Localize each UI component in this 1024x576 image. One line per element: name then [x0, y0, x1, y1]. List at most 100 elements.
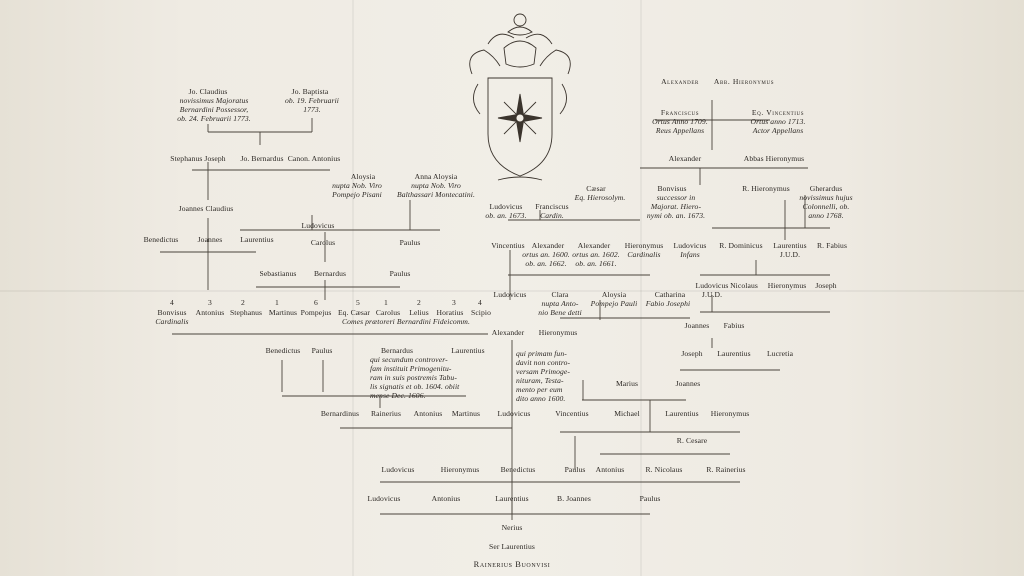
- person-alexander-b: Alexander: [577, 241, 611, 250]
- person-paulus-4: Paulus: [564, 465, 586, 474]
- note-franciscus-r: Cardin.: [540, 211, 564, 220]
- person-r-dominicus: R. Dominicus: [719, 241, 763, 250]
- person-hieronymus-r: Hieronymus: [624, 241, 664, 250]
- person-bonvisus: Bonvisus: [157, 308, 187, 317]
- person-martinus-3: Martinus: [451, 409, 481, 418]
- person-ludovicus-5: Ludovicus: [367, 494, 401, 503]
- note-gherardus-1: novissimus hujus: [799, 193, 853, 202]
- note-jo-claudius-1: novissimus Majoratus: [179, 96, 249, 105]
- note-gherardus-3: anno 1768.: [808, 211, 844, 220]
- note-catharina: Fabio Josephi: [645, 299, 691, 308]
- person-joannes-r: Joannes: [684, 321, 710, 330]
- note-eq-vincentius-1: Ortus anno 1713.: [750, 117, 806, 126]
- person-joannes: Joannes: [197, 235, 223, 244]
- person-eq-caesar: Eq. Cæsar: [337, 308, 371, 317]
- note-bonvisus-r-3: nymi ob. an. 1673.: [646, 211, 706, 220]
- note-ludovicus-jud: J.U.D.: [701, 290, 723, 299]
- note-alexander-mid-5: mento per eum: [516, 385, 563, 394]
- person-horatius: Horatius: [436, 308, 464, 317]
- note-aloysia-1: nupta Nob. Viro: [332, 181, 382, 190]
- note-alexander-mid-6: dito anno 1600.: [516, 394, 566, 403]
- note-jo-claudius-2: Bernardini Possessor,: [179, 105, 249, 114]
- note-jo-claudius-3: ob. 24. Februarii 1773.: [177, 114, 251, 123]
- note-ludovicus-inf: Infans: [680, 250, 700, 259]
- note-anna-aloysia-1: nupta Nob. Viro: [411, 181, 461, 190]
- person-r-hieronymus: R. Hieronymus: [742, 184, 790, 193]
- person-anna-aloysia: Anna Aloysia: [414, 172, 458, 181]
- person-rainerius: Rainerius: [370, 409, 402, 418]
- note-jo-baptista-2: 1773.: [303, 105, 321, 114]
- person-carolus: Carolus: [310, 238, 336, 247]
- person-joseph-r: Joseph: [815, 281, 837, 290]
- note-clara-1: nupta Anto-: [541, 299, 579, 308]
- person-franciscus: Franciscus: [660, 108, 700, 117]
- number-label: 3: [208, 298, 212, 307]
- person-jo-bernardus: Jo. Bernardus: [240, 154, 284, 163]
- person-laurentius-3: Laurentius: [665, 409, 699, 418]
- person-bernardus-2: Bernardus: [380, 346, 414, 355]
- person-r-rainerius: R. Rainerius: [706, 465, 746, 474]
- person-r-nicolaus: R. Nicolaus: [645, 465, 683, 474]
- paper-fold: [0, 290, 1024, 292]
- person-scipio: Scipio: [470, 308, 492, 317]
- note-hieronymus-r: Cardinalis: [627, 250, 661, 259]
- person-jo-baptista: Jo. Baptista: [291, 87, 329, 96]
- note-bonvisus: Cardinalis: [155, 317, 189, 326]
- person-nicolaus: Nicolaus: [730, 281, 758, 290]
- person-nerius: Nerius: [501, 523, 523, 532]
- person-ludovicus-3: Ludovicus: [497, 409, 531, 418]
- person-ludovicus-m: Ludovicus: [493, 290, 527, 299]
- person-vincentius-3: Vincentius: [555, 409, 589, 418]
- note-bonvisus-r-2: Majorat. Hiero-: [650, 202, 702, 211]
- person-paulus-mid: Paulus: [399, 238, 421, 247]
- person-ludovicus-r: Ludovicus: [489, 202, 523, 211]
- note-bernardus-2-4: lis signatis et ob. 1604. obiit: [370, 382, 460, 391]
- person-jo-claudius: Jo. Claudius: [188, 87, 228, 96]
- person-gherardus: Gherardus: [809, 184, 843, 193]
- number-label: 1: [275, 298, 279, 307]
- person-aloysia-m: Aloysia: [601, 290, 627, 299]
- person-franciscus-r: Franciscus: [535, 202, 569, 211]
- note-caesar: Eq. Hierosolym.: [574, 193, 626, 202]
- note-aloysia-2: Pompejo Pisani: [332, 190, 382, 199]
- note-bonvisus-r-1: successor in: [656, 193, 696, 202]
- person-hieronymus-r2: Hieronymus: [767, 281, 807, 290]
- number-label: 4: [170, 298, 174, 307]
- note-alexander-mid-2: davit non contro-: [516, 358, 571, 367]
- number-label: 2: [417, 298, 421, 307]
- person-abbas-hieronymus: Abbas Hieronymus: [743, 154, 805, 163]
- note-alexander-mid-3: versam Primoge-: [516, 367, 571, 376]
- person-michael: Michael: [614, 409, 640, 418]
- note-gherardus-2: Colonnelli, ob.: [802, 202, 850, 211]
- person-paulus-5: Paulus: [639, 494, 661, 503]
- note-clara-2: nio Bene detti: [538, 308, 582, 317]
- person-benedictus-2: Benedictus: [265, 346, 301, 355]
- person-bonvisus-r: Bonvisus: [657, 184, 687, 193]
- person-canon-antonius: Canon. Antonius: [287, 154, 341, 163]
- note-aloysia-m: Pompejo Pauli: [590, 299, 638, 308]
- person-paulus-2: Paulus: [311, 346, 333, 355]
- person-laurentius-jud: Laurentius: [773, 241, 807, 250]
- note-alexander-a-1: ortus an. 1600.: [522, 250, 570, 259]
- person-antonius: Antonius: [195, 308, 225, 317]
- person-laurentius-2: Laurentius: [451, 346, 485, 355]
- coat-of-arms-icon: [469, 13, 571, 181]
- person-alexander-r: Alexander: [668, 154, 702, 163]
- note-bernardus-2-2: fam instituit Primogenitu-: [370, 364, 452, 373]
- person-alexander-top: Alexander: [661, 77, 699, 86]
- person-hieronymus-mid: Hieronymus: [538, 328, 578, 337]
- person-alexander-a: Alexander: [531, 241, 565, 250]
- note-comes: Comes prætoreri Bernardini Fideicomm.: [341, 317, 471, 326]
- note-bernardus-2-3: ram in suis postremis Tabu-: [370, 373, 457, 382]
- note-alexander-mid-4: nituram, Testa-: [516, 376, 564, 385]
- person-laurentius: Laurentius: [240, 235, 274, 244]
- note-franciscus-2: Reus Appellans: [655, 126, 705, 135]
- note-eq-vincentius-2: Actor Appellans: [752, 126, 804, 135]
- person-r-caesare: R. Cesare: [676, 436, 708, 445]
- person-r-fabius: R. Fabius: [816, 241, 848, 250]
- note-alexander-mid-1: qui primam fun-: [516, 349, 567, 358]
- person-laurentius-5: Laurentius: [495, 494, 529, 503]
- number-label: 5: [356, 298, 360, 307]
- person-ludovicus-inf: Ludovicus: [673, 241, 707, 250]
- person-lucretia: Lucretia: [766, 349, 794, 358]
